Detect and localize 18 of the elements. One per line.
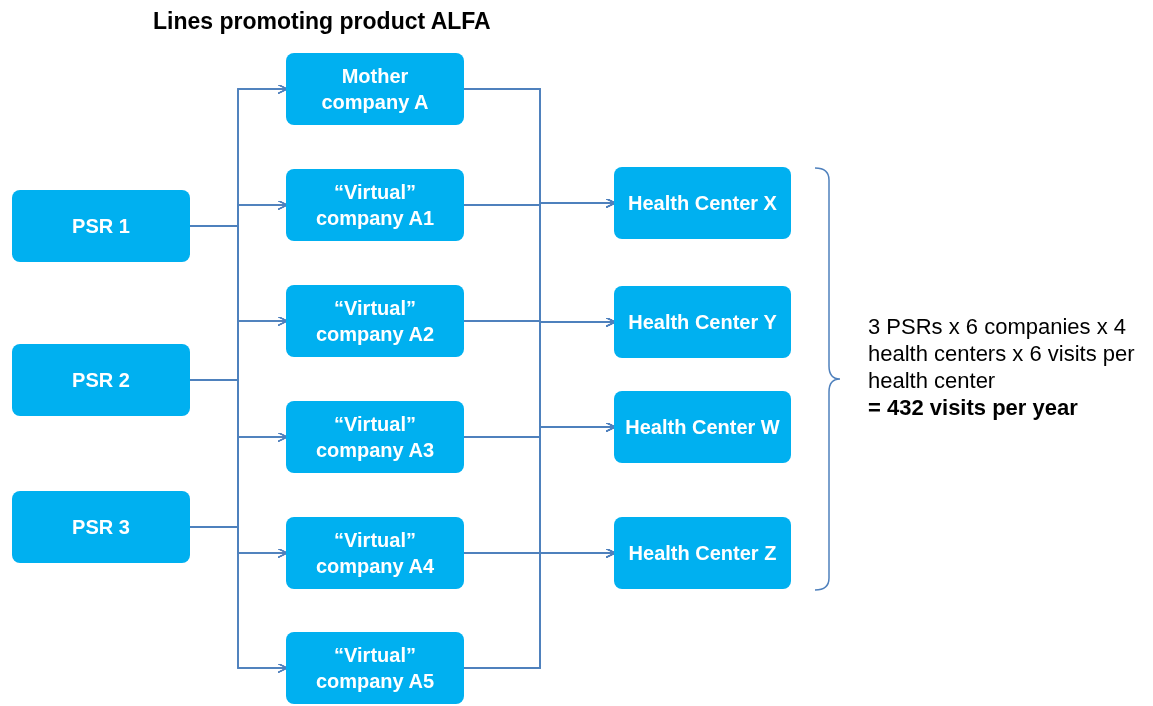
process-box: “Virtual” company A5 <box>286 632 464 704</box>
process-box: PSR 2 <box>12 344 190 416</box>
diagram-title: Lines promoting product ALFA <box>153 8 491 35</box>
arrow <box>189 526 288 674</box>
process-box: Health Center W <box>614 391 791 463</box>
process-box: Health Center Y <box>614 286 791 358</box>
process-box: “Virtual” company A1 <box>286 169 464 241</box>
arrow <box>463 547 616 669</box>
process-box: “Virtual” company A2 <box>286 285 464 357</box>
process-box: “Virtual” company A3 <box>286 401 464 473</box>
total-note: = 432 visits per year <box>868 394 1079 421</box>
process-box: Mother company A <box>286 53 464 125</box>
process-box: Health Center X <box>614 167 791 239</box>
process-box: “Virtual” company A4 <box>286 517 464 589</box>
process-box: PSR 3 <box>12 491 190 563</box>
process-box: Health Center Z <box>614 517 791 589</box>
process-box: PSR 1 <box>12 190 190 262</box>
note-text: 3 PSRs x 6 companies x 4 health centers x 6 visits per health center <box>868 313 1136 394</box>
